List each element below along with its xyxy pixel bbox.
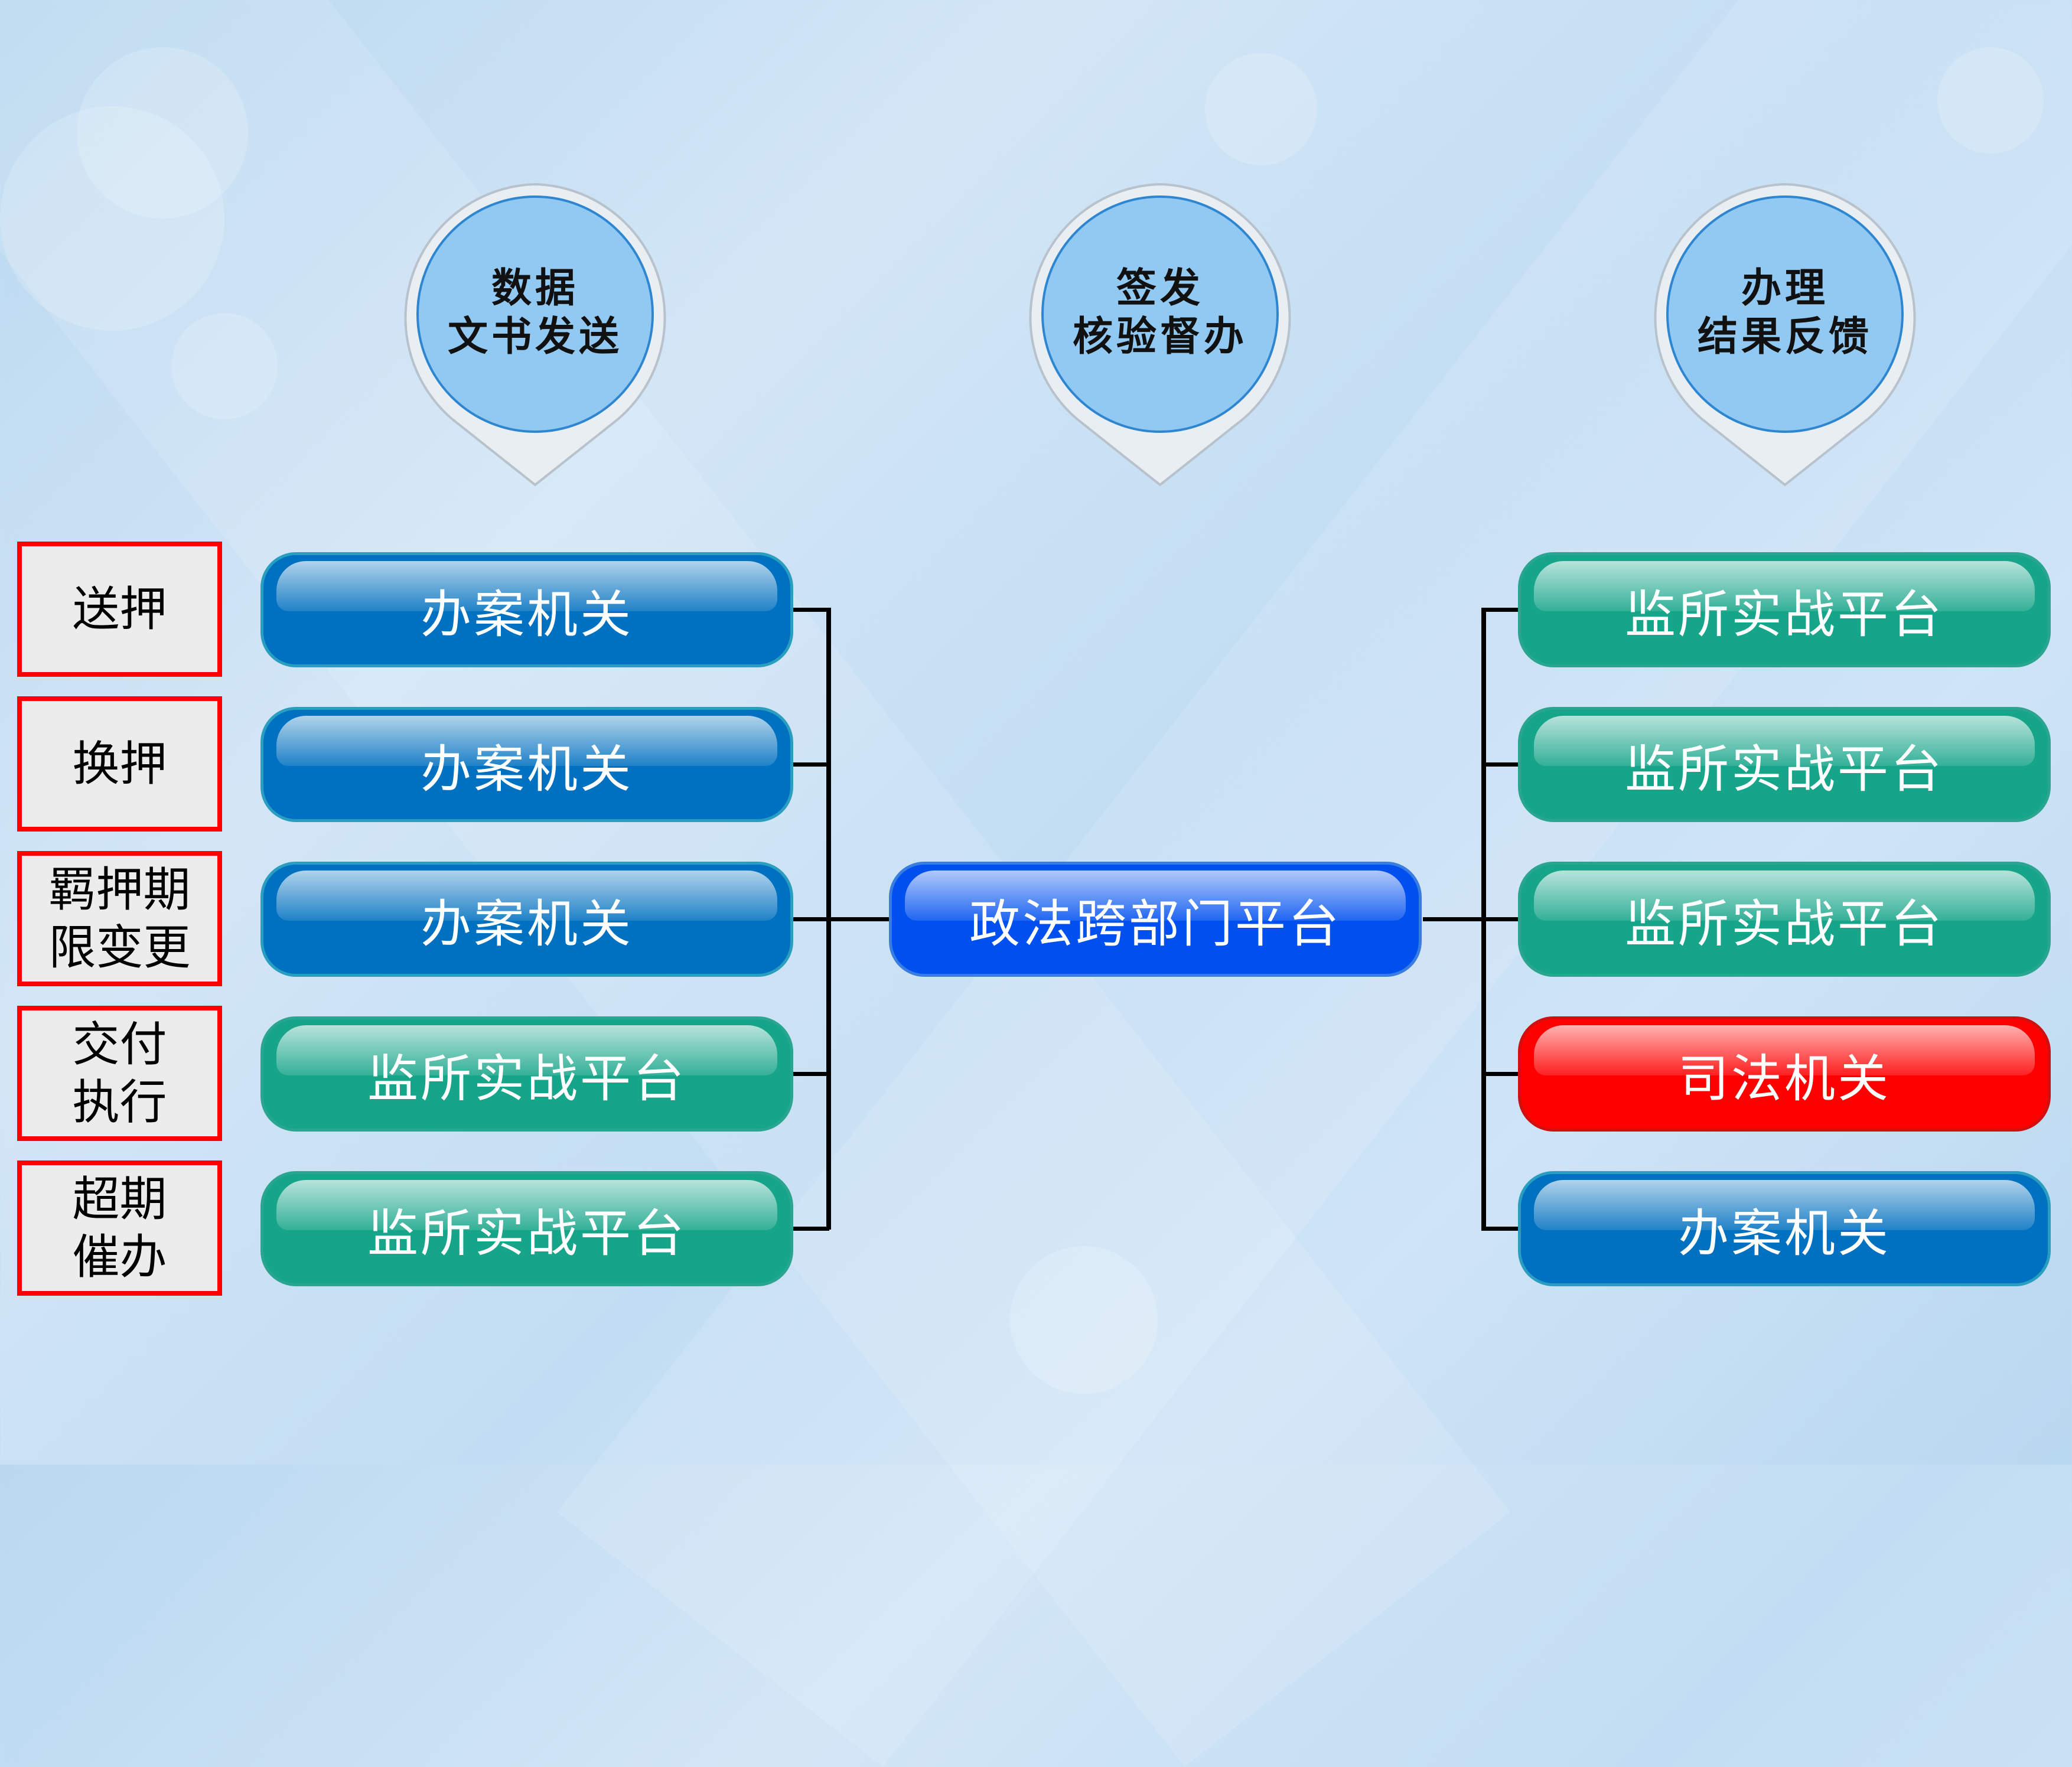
node-detention-platform[interactable]: 监所实战平台 bbox=[1518, 707, 2051, 822]
connector bbox=[793, 608, 829, 612]
decor-circle bbox=[1010, 1246, 1158, 1394]
node-cross-department-platform[interactable]: 政法跨部门平台 bbox=[889, 862, 1422, 977]
node-detention-platform[interactable]: 监所实战平台 bbox=[1518, 862, 2051, 977]
pin-label-line: 文书发送 bbox=[447, 314, 623, 360]
pin-label-line: 结果反馈 bbox=[1697, 314, 1872, 360]
connector bbox=[793, 1227, 829, 1231]
node-label: 办案机关 bbox=[421, 585, 633, 644]
decor-circle bbox=[1937, 47, 2044, 154]
node-label: 监所实战平台 bbox=[367, 1204, 686, 1263]
pin-label-3: 办理结果反馈 bbox=[1667, 265, 1903, 361]
node-case-agency[interactable]: 办案机关 bbox=[260, 707, 793, 822]
connector bbox=[1423, 917, 1518, 921]
node-label: 办案机关 bbox=[421, 895, 633, 954]
connector bbox=[793, 762, 829, 767]
node-label: 办案机关 bbox=[1678, 1204, 1891, 1263]
node-case-agency[interactable]: 办案机关 bbox=[260, 552, 793, 667]
node-label: 监所实战平台 bbox=[1625, 740, 1944, 799]
tag-change-custody: 换押 bbox=[17, 696, 222, 832]
connector bbox=[1481, 1227, 1518, 1231]
decor-circle bbox=[77, 47, 248, 219]
node-label: 监所实战平台 bbox=[1625, 895, 1944, 954]
pin-label-line: 办理 bbox=[1741, 265, 1829, 312]
decor-circle bbox=[1205, 53, 1317, 165]
pin-sign-verify bbox=[1029, 183, 1291, 487]
connector bbox=[793, 917, 889, 921]
connector bbox=[1481, 608, 1518, 612]
decor-circle bbox=[0, 106, 224, 331]
node-detention-platform[interactable]: 监所实战平台 bbox=[1518, 552, 2051, 667]
connector bbox=[1481, 1072, 1518, 1076]
pin-data-send bbox=[404, 183, 666, 487]
pin-label-line: 核验督办 bbox=[1072, 314, 1247, 360]
node-detention-platform[interactable]: 监所实战平台 bbox=[260, 1171, 793, 1286]
connector bbox=[793, 1072, 829, 1076]
node-label: 办案机关 bbox=[421, 740, 633, 799]
connector bbox=[1481, 762, 1518, 767]
pin-result-feedback bbox=[1654, 183, 1916, 487]
node-case-agency[interactable]: 办案机关 bbox=[260, 862, 793, 977]
pin-label-line: 数据 bbox=[491, 265, 579, 312]
node-label: 政法跨部门平台 bbox=[969, 895, 1341, 954]
node-case-agency[interactable]: 办案机关 bbox=[1518, 1171, 2051, 1286]
pin-label-2: 签发核验督办 bbox=[1042, 265, 1278, 361]
pin-label-1: 数据文书发送 bbox=[417, 265, 653, 361]
tag-overdue-reminder: 超期 催办 bbox=[17, 1160, 222, 1296]
pin-label-line: 签发 bbox=[1116, 265, 1204, 312]
tag-custody-term-change: 羁押期 限变更 bbox=[17, 851, 222, 986]
tag-delivery-execution: 交付 执行 bbox=[17, 1006, 222, 1141]
node-label: 监所实战平台 bbox=[1625, 585, 1944, 644]
decor-circle bbox=[171, 313, 278, 419]
node-label: 监所实战平台 bbox=[367, 1049, 686, 1109]
node-detention-platform[interactable]: 监所实战平台 bbox=[260, 1016, 793, 1132]
tag-transfer-custody: 送押 bbox=[17, 542, 222, 677]
node-judicial-agency[interactable]: 司法机关 bbox=[1518, 1016, 2051, 1132]
node-label: 司法机关 bbox=[1678, 1049, 1891, 1109]
